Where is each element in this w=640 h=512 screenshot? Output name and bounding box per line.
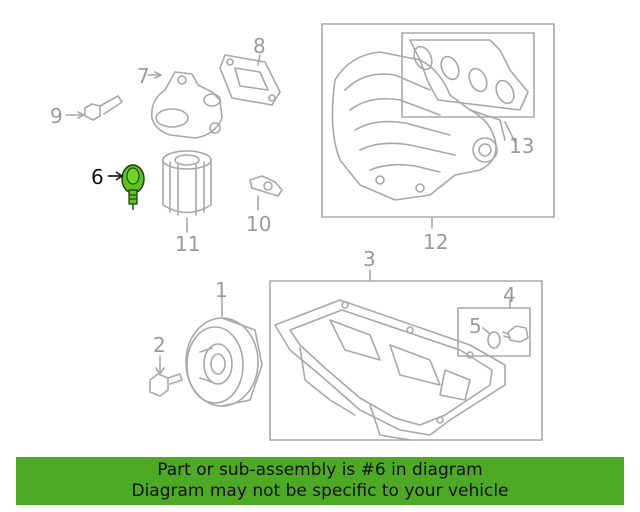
callout-7: 7 — [137, 64, 150, 88]
drain-plug — [502, 325, 529, 343]
callout-12: 12 — [423, 230, 448, 254]
highlighted-part-6[interactable] — [121, 164, 145, 210]
intake-manifold-group — [321, 23, 555, 229]
oil-pressure-sensor — [249, 175, 283, 211]
oil-filter-adapter — [147, 71, 223, 139]
parts-diagram: 1 2 3 4 5 6 7 8 9 10 11 12 13 — [50, 23, 555, 441]
oil-pan-group — [269, 269, 543, 441]
callout-5: 5 — [469, 314, 482, 338]
adapter-gasket — [219, 54, 281, 106]
oil-pan-box — [269, 280, 543, 441]
callout-2: 2 — [153, 333, 166, 357]
gasket-box — [401, 32, 535, 118]
oil-filter — [162, 150, 212, 233]
callout-4: 4 — [503, 283, 516, 307]
adapter-bolt — [65, 95, 123, 121]
callout-10: 10 — [246, 212, 271, 236]
callout-6: 6 — [91, 165, 104, 189]
oil-pan-gasket-washer — [487, 331, 501, 349]
callout-8: 8 — [253, 34, 266, 58]
intake-gasket — [409, 39, 529, 111]
crankshaft-pulley — [185, 296, 263, 407]
oil-pan — [274, 299, 506, 441]
drain-plug-box — [457, 307, 531, 357]
pulley-bolt — [149, 355, 183, 397]
intake-manifold-box — [321, 23, 555, 218]
intake-manifold — [331, 51, 506, 201]
callout-1: 1 — [215, 278, 228, 302]
callout-13: 13 — [509, 134, 534, 158]
callout-3: 3 — [363, 247, 376, 271]
callout-11: 11 — [175, 232, 200, 256]
banner-line-2: Diagram may not be specific to your vehi… — [131, 481, 509, 501]
banner-line-1: Part or sub-assembly is #6 in diagram — [157, 460, 483, 480]
info-banner: Part or sub-assembly is #6 in diagram Di… — [16, 457, 624, 505]
callout-9: 9 — [50, 104, 63, 128]
